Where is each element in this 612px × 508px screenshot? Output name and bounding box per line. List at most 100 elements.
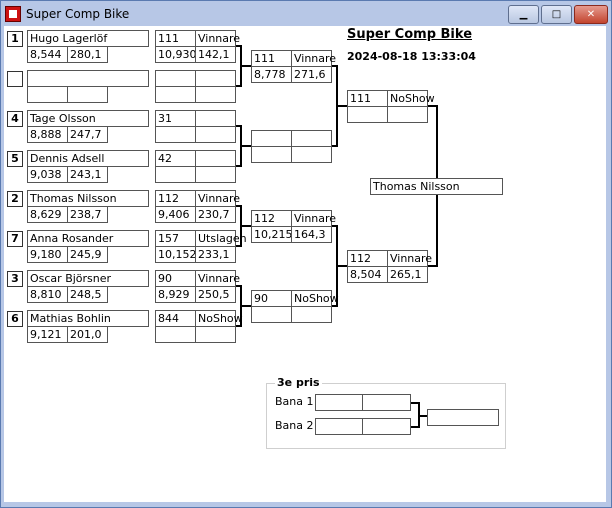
heat-result[interactable]: Vinnare: [291, 210, 336, 227]
heat-result[interactable]: Vinnare: [387, 250, 432, 267]
heat-result[interactable]: NoShow: [195, 310, 243, 327]
time-cell[interactable]: 10,152: [155, 246, 197, 263]
heat-number[interactable]: 844: [155, 310, 196, 327]
time-cell[interactable]: [155, 166, 196, 183]
speed-cell[interactable]: [195, 326, 236, 343]
time-cell[interactable]: [155, 326, 196, 343]
competitor-name[interactable]: Oscar Björsner: [27, 270, 149, 287]
speed-cell[interactable]: 243,1: [67, 166, 108, 183]
competitor-name[interactable]: [27, 70, 149, 87]
competitor-name[interactable]: Tage Olsson: [27, 110, 149, 127]
speed-cell[interactable]: [195, 166, 236, 183]
time-cell[interactable]: [347, 106, 388, 123]
heat-number[interactable]: [155, 70, 196, 87]
heat-number[interactable]: 42: [155, 150, 196, 167]
speed-cell[interactable]: 248,5: [67, 286, 108, 303]
minimize-button[interactable]: ▁: [508, 5, 539, 24]
time-cell[interactable]: 8,544: [27, 46, 68, 63]
close-button[interactable]: ✕: [574, 5, 608, 24]
speed-cell[interactable]: 238,7: [67, 206, 108, 223]
speed-cell[interactable]: 201,0: [67, 326, 108, 343]
time-cell[interactable]: 9,180: [27, 246, 68, 263]
seed-number: 2: [7, 191, 23, 207]
time-cell[interactable]: [155, 126, 196, 143]
time-cell[interactable]: 9,038: [27, 166, 68, 183]
timestamp: 2024-08-18 13:33:04: [347, 50, 476, 63]
winner-field[interactable]: Thomas Nilsson: [370, 178, 503, 195]
third-place-result[interactable]: [427, 409, 499, 426]
speed-cell[interactable]: 250,5: [195, 286, 236, 303]
lane2-field-a[interactable]: [315, 418, 363, 435]
speed-cell[interactable]: 164,3: [291, 226, 332, 243]
speed-cell[interactable]: [67, 86, 108, 103]
heat-result[interactable]: [195, 110, 236, 127]
heat-number[interactable]: 111: [155, 30, 196, 47]
speed-cell[interactable]: [291, 146, 332, 163]
speed-cell[interactable]: 233,1: [195, 246, 236, 263]
time-cell[interactable]: [251, 146, 292, 163]
speed-cell[interactable]: 230,7: [195, 206, 236, 223]
time-cell[interactable]: 10,930: [155, 46, 197, 63]
time-cell[interactable]: 8,810: [27, 286, 68, 303]
heat-number[interactable]: 112: [347, 250, 388, 267]
competitor-name[interactable]: Hugo Lagerlöf: [27, 30, 149, 47]
time-cell[interactable]: 9,121: [27, 326, 68, 343]
heat-result[interactable]: [291, 130, 332, 147]
speed-cell[interactable]: [291, 306, 332, 323]
heat-result[interactable]: Vinnare: [195, 190, 240, 207]
lane1-field-a[interactable]: [315, 394, 363, 411]
time-cell[interactable]: 10,215: [251, 226, 293, 243]
speed-cell[interactable]: [195, 86, 236, 103]
competitor-name[interactable]: Anna Rosander: [27, 230, 149, 247]
heat-result[interactable]: Vinnare: [195, 270, 240, 287]
connector: [236, 165, 241, 167]
speed-cell[interactable]: [195, 126, 236, 143]
connector: [436, 194, 438, 267]
heat-number[interactable]: 90: [251, 290, 292, 307]
competitor-name[interactable]: Dennis Adsell: [27, 150, 149, 167]
maximize-button[interactable]: □: [541, 5, 572, 24]
time-cell[interactable]: [155, 86, 196, 103]
connector: [428, 105, 437, 107]
connector: [240, 65, 251, 67]
heat-result[interactable]: NoShow: [387, 90, 435, 107]
heat-number[interactable]: 111: [347, 90, 388, 107]
heat-result[interactable]: Utslagen: [195, 230, 247, 247]
heat-result[interactable]: Vinnare: [291, 50, 336, 67]
time-cell[interactable]: 8,504: [347, 266, 388, 283]
time-cell[interactable]: 9,406: [155, 206, 196, 223]
heat-number[interactable]: 111: [251, 50, 292, 67]
speed-cell[interactable]: 142,1: [195, 46, 236, 63]
time-cell[interactable]: 8,929: [155, 286, 196, 303]
app-logo-icon[interactable]: [5, 6, 21, 22]
time-cell[interactable]: 8,778: [251, 66, 292, 83]
lane1-field-b[interactable]: [362, 394, 411, 411]
speed-cell[interactable]: 245,9: [67, 246, 108, 263]
connector: [240, 225, 251, 227]
time-cell[interactable]: [251, 306, 292, 323]
time-cell[interactable]: 8,888: [27, 126, 68, 143]
competitor-name[interactable]: Thomas Nilsson: [27, 190, 149, 207]
time-cell[interactable]: 8,629: [27, 206, 68, 223]
speed-cell[interactable]: [387, 106, 428, 123]
competitor-name[interactable]: Mathias Bohlin: [27, 310, 149, 327]
speed-cell[interactable]: 280,1: [67, 46, 108, 63]
speed-cell[interactable]: 271,6: [291, 66, 332, 83]
lane2-field-b[interactable]: [362, 418, 411, 435]
seed-number: 1: [7, 31, 23, 47]
heat-number[interactable]: 112: [251, 210, 292, 227]
heat-result[interactable]: [195, 70, 236, 87]
heat-result[interactable]: Vinnare: [195, 30, 240, 47]
speed-cell[interactable]: 247,7: [67, 126, 108, 143]
heat-number[interactable]: 112: [155, 190, 196, 207]
time-cell[interactable]: [27, 86, 68, 103]
heat-number[interactable]: 157: [155, 230, 196, 247]
heat-result[interactable]: NoShow: [291, 290, 339, 307]
speed-cell[interactable]: 265,1: [387, 266, 428, 283]
third-place-group: [266, 383, 506, 449]
heat-number[interactable]: 31: [155, 110, 196, 127]
heat-number[interactable]: 90: [155, 270, 196, 287]
title-bar[interactable]: Super Comp Bike ▁ □ ✕: [1, 1, 611, 27]
heat-number[interactable]: [251, 130, 292, 147]
heat-result[interactable]: [195, 150, 236, 167]
